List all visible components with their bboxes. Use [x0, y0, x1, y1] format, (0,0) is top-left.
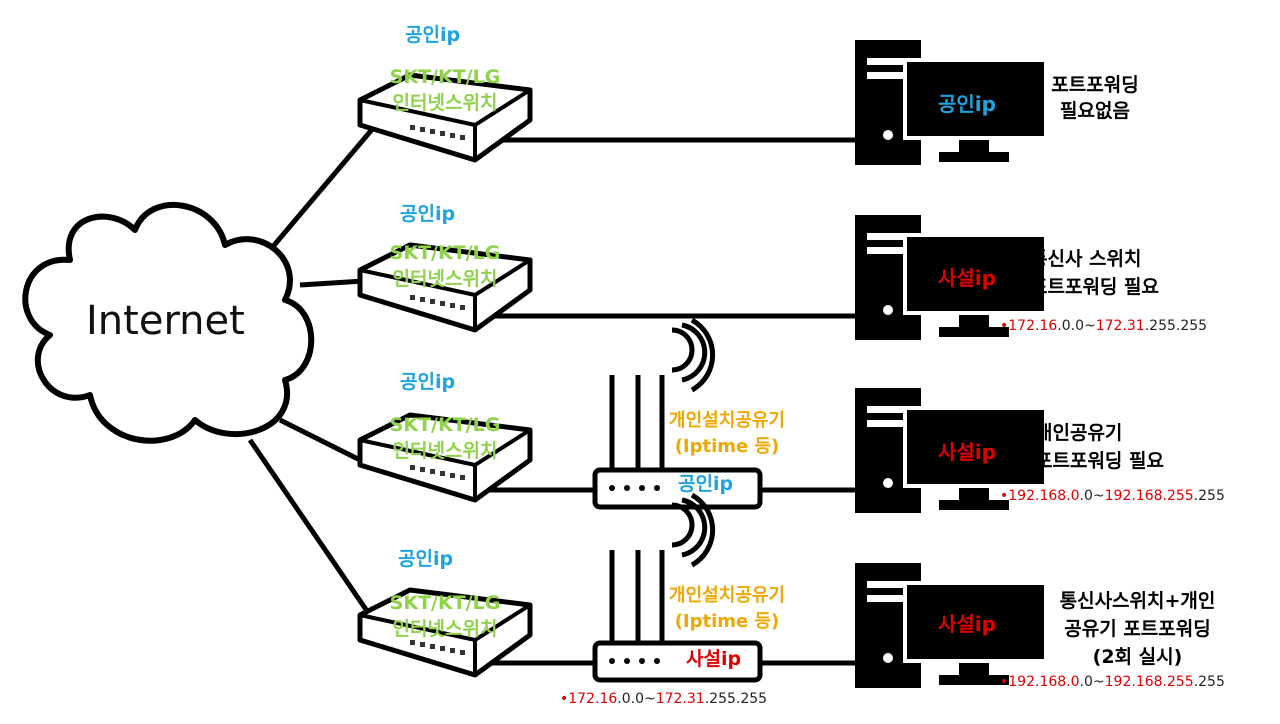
cloud-link-1 [268, 118, 382, 252]
isp-switch-1 [357, 72, 533, 163]
router-name-2b: (Iptime 등) [674, 611, 780, 632]
isp-ip-label-2: 공인ip [400, 203, 456, 225]
router-name-1a: 개인설치공유기 [669, 410, 785, 431]
router-ip-label-1: 공인ip [678, 473, 734, 495]
range-3-p4: 192.168.255 [1104, 488, 1194, 504]
cloud-links [247, 118, 383, 632]
isp-name-1a: SKT/KT/LG [389, 66, 501, 88]
pc-1-icon [855, 40, 1048, 165]
device-links [480, 137, 870, 666]
isp-name-4b: 인터넷스위치 [392, 618, 498, 640]
desc-4b: 공유기 포트포워딩 [1064, 618, 1211, 640]
range-3-p3: .0~ [1079, 488, 1105, 504]
desc-2a: 통신사 스위치 [1030, 248, 1142, 270]
isp-name-3b: 인터넷스위치 [392, 440, 498, 462]
pc-4-icon [855, 563, 1048, 688]
isp-name-1b: 인터넷스위치 [392, 92, 498, 114]
range-2-p1: • [1000, 318, 1009, 334]
isp-name-2b: 인터넷스위치 [392, 268, 498, 290]
pc-ip-label-3: 사설ip [938, 440, 996, 464]
pc-ip-label-1: 공인ip [938, 92, 996, 116]
range-4-p3: .0~ [1079, 674, 1105, 690]
router-name-2a: 개인설치공유기 [669, 585, 785, 606]
range-2-p4: 172.31 [1095, 318, 1145, 334]
isp-name-4a: SKT/KT/LG [389, 592, 501, 614]
router-range-p1: • [560, 691, 569, 707]
isp-name-2a: SKT/KT/LG [389, 242, 501, 264]
desc-4c: (2회 실시) [1092, 646, 1183, 668]
isp-switch-4 [357, 587, 533, 678]
pc-3-icon [855, 388, 1048, 513]
router-private-range: •172.16.0.0~172.31.255.255 [560, 691, 767, 707]
desc-3b: 포트포워딩 필요 [1035, 450, 1164, 472]
router-range-p2: 172.16 [568, 691, 618, 707]
isp-ip-label-3: 공인ip [400, 371, 456, 393]
router-ip-label-2: 사설ip [686, 648, 742, 670]
isp-switch-2 [357, 242, 533, 333]
internet-cloud-icon [22, 202, 315, 444]
range-4-p4: 192.168.255 [1104, 674, 1194, 690]
isp-name-3a: SKT/KT/LG [389, 414, 501, 436]
isp-ip-label-4: 공인ip [398, 548, 454, 570]
cloud-link-4 [247, 438, 383, 632]
pc-ip-label-4: 사설ip [938, 612, 996, 636]
private-range-4: •192.168.0.0~192.168.255.255 [1000, 674, 1225, 690]
range-2-p5: .255.255 [1144, 318, 1208, 334]
range-4-p1: • [1000, 674, 1009, 690]
router-range-p5: .255.255 [704, 691, 768, 707]
range-2-p2: 172.16 [1008, 318, 1058, 334]
internet-label: Internet [86, 298, 245, 344]
range-4-p2: 192.168.0 [1008, 674, 1080, 690]
isp-ip-label-1: 공인ip [405, 24, 461, 46]
desc-4a: 통신사스위치+개인 [1059, 590, 1216, 612]
pc-2-icon [855, 215, 1048, 340]
private-range-2: •172.16.0.0~172.31.255.255 [1000, 318, 1207, 334]
pc-ip-label-2: 사설ip [938, 266, 996, 290]
router-range-p3: .0.0~ [617, 691, 656, 707]
router-name-1b: (Iptime 등) [674, 436, 780, 457]
desc-1b: 필요없음 [1060, 100, 1130, 122]
range-3-p1: • [1000, 488, 1009, 504]
desc-1a: 포트포워딩 [1051, 74, 1139, 96]
desc-2b: 포트포워딩 필요 [1030, 276, 1159, 298]
private-range-3: •192.168.0.0~192.168.255.255 [1000, 488, 1225, 504]
router-2-icon [592, 492, 763, 683]
range-4-p5: .255 [1193, 674, 1225, 690]
desc-3a: 개인공유기 [1035, 422, 1123, 444]
range-3-p2: 192.168.0 [1008, 488, 1080, 504]
router-range-p4: 172.31 [655, 691, 705, 707]
range-2-p3: .0.0~ [1057, 318, 1096, 334]
isp-switch-3 [357, 412, 533, 503]
range-3-p5: .255 [1193, 488, 1225, 504]
